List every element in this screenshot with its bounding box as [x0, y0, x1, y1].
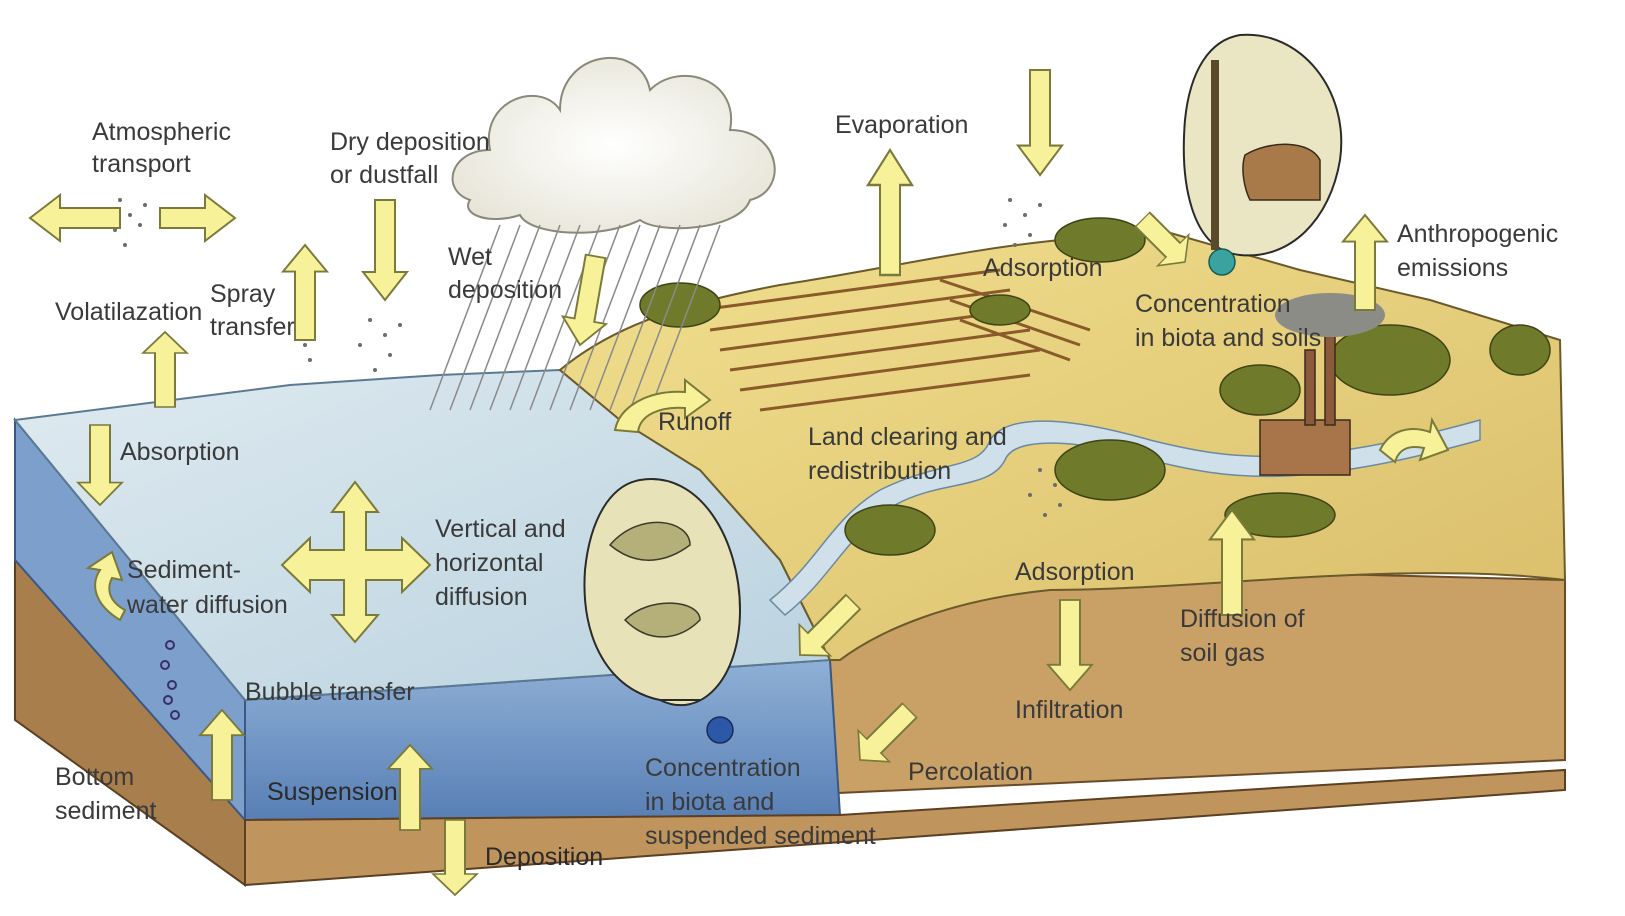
label-line: Evaporation [835, 111, 968, 139]
label-line: Atmospheric [92, 118, 231, 146]
arrow-evaporation [868, 150, 912, 275]
arrow-volatilization [143, 332, 187, 407]
label-line: Adsorption [983, 254, 1103, 282]
arrow-atmospheric-left [30, 195, 120, 241]
label-line: Land clearing and [808, 423, 1007, 451]
label-line: Absorption [120, 438, 240, 466]
arrow-wet-deposition [558, 253, 617, 349]
label-line: suspended sediment [645, 822, 876, 850]
label-suspension: Suspension [267, 778, 398, 806]
label-volatilization: Volatilazation [55, 298, 202, 326]
label-line: Concentration [645, 754, 801, 782]
label-line: Deposition [485, 843, 603, 871]
label-line: Diffusion of [1180, 605, 1305, 633]
label-percolation: Percolation [908, 758, 1033, 786]
label-line: Vertical and [435, 515, 566, 543]
label-line: water diffusion [126, 591, 288, 619]
label-line: Bottom [55, 763, 134, 791]
label-line: Runoff [658, 408, 731, 436]
label-deposition: Deposition [485, 843, 603, 871]
label-line: redistribution [808, 457, 951, 485]
label-line: deposition [448, 276, 562, 304]
label-line: Adsorption [1015, 558, 1135, 586]
label-line: Infiltration [1015, 696, 1123, 724]
label-spray-transfer: Spray transfer [210, 280, 295, 341]
label-bubble-transfer: Bubble transfer [245, 678, 415, 706]
label-line: sediment [55, 797, 156, 825]
deer-inset-icon [1184, 35, 1341, 275]
label-line: Wet [448, 243, 492, 271]
label-line: Bubble transfer [245, 678, 415, 706]
label-infiltration: Infiltration [1015, 696, 1123, 724]
label-line: Volatilazation [55, 298, 202, 326]
label-line: Dry deposition [330, 128, 490, 156]
cloud-icon [453, 58, 775, 233]
label-line: Percolation [908, 758, 1033, 786]
label-line: diffusion [435, 583, 528, 611]
label-adsorption-mid: Adsorption [1015, 558, 1135, 586]
label-line: Suspension [267, 778, 398, 806]
label-line: transfer [210, 313, 295, 341]
label-line: Spray [210, 280, 276, 308]
label-line: in biota and [645, 788, 774, 816]
label-absorption: Absorption [120, 438, 240, 466]
label-line: transport [92, 150, 191, 178]
label-atmospheric-transport: Atmospheric transport [92, 118, 231, 178]
arrow-dry-deposition [363, 200, 407, 300]
arrow-adsorption-top [1018, 70, 1062, 175]
label-anthropogenic-emissions: Anthropogenic emissions [1397, 220, 1558, 282]
label-line: horizontal [435, 549, 543, 577]
label-line: Sediment- [127, 556, 241, 584]
label-line: Concentration [1135, 290, 1291, 318]
label-adsorption-top: Adsorption [983, 254, 1103, 282]
label-wet-deposition: Wet deposition [448, 243, 562, 304]
label-line: Anthropogenic [1397, 220, 1558, 248]
label-line: soil gas [1180, 639, 1265, 667]
label-line: emissions [1397, 254, 1508, 282]
arrow-atmospheric-right [160, 195, 235, 241]
label-runoff: Runoff [658, 408, 731, 436]
label-evaporation: Evaporation [835, 111, 968, 139]
label-line: or dustfall [330, 161, 438, 189]
label-line: in biota and soils [1135, 324, 1321, 352]
